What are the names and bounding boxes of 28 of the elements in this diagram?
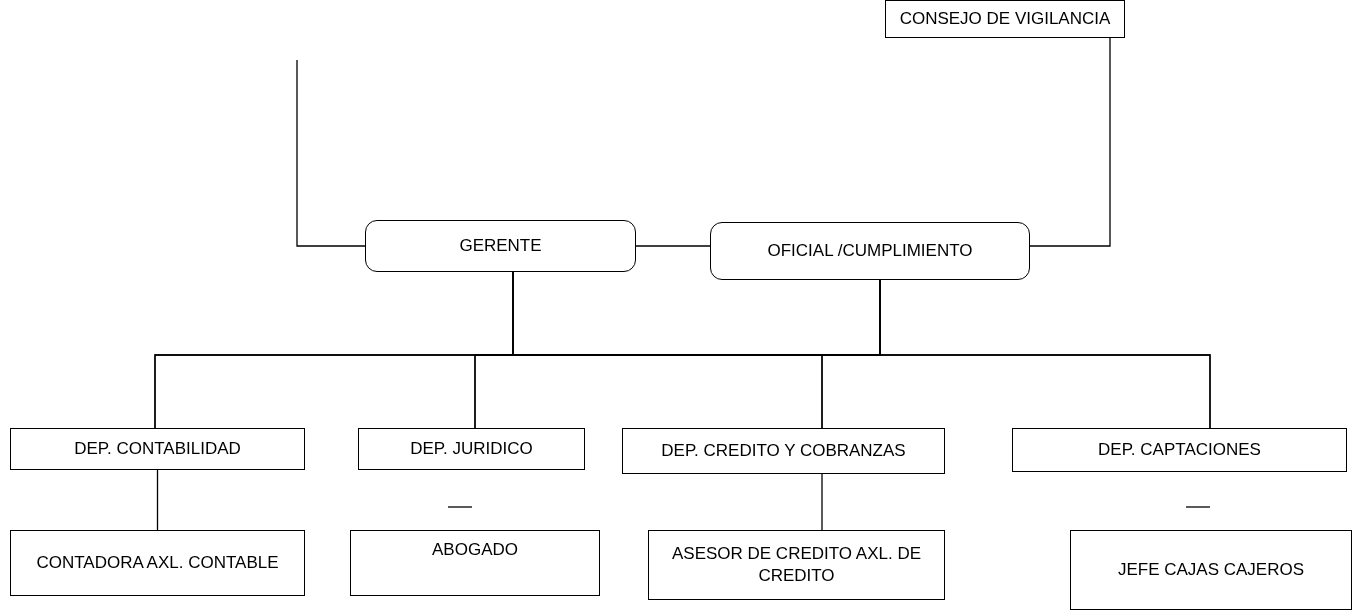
connector-line [156, 469, 159, 531]
connector-line [635, 245, 711, 247]
box-label: CONTADORA AXL. CONTABLE [36, 552, 279, 574]
connector-line [1029, 37, 1111, 247]
connector-line [879, 279, 1211, 429]
org-box [350, 530, 600, 596]
org-box [648, 530, 945, 600]
org-box [10, 530, 305, 596]
org-box [885, 0, 1125, 38]
org-box [358, 428, 585, 470]
box-label: JEFE CAJAS CAJEROS [1117, 559, 1305, 581]
box-label: DEP. CAPTACIONES [1098, 439, 1261, 461]
box-label: GERENTE [459, 235, 542, 257]
org-box [622, 428, 945, 474]
org-box [1012, 428, 1347, 472]
box-label: ASESOR DE CREDITO AXL. DE CREDITO [670, 543, 923, 587]
connector-line [821, 473, 823, 531]
box-label: DEP. JURIDICO [410, 438, 533, 460]
box-label: OFICIAL /CUMPLIMIENTO [767, 240, 973, 262]
rounded-box [710, 222, 1030, 280]
box-label: DEP. CREDITO Y COBRANZAS [661, 440, 906, 462]
box-label: DEP. CONTABILIDAD [74, 438, 241, 460]
box-label: ABOGADO [432, 539, 518, 561]
rounded-box [365, 220, 636, 272]
org-box [1070, 530, 1352, 610]
connector-line [296, 59, 366, 247]
box-label: CONSEJO DE VIGILANCIA [899, 8, 1111, 30]
org-box [10, 428, 305, 470]
